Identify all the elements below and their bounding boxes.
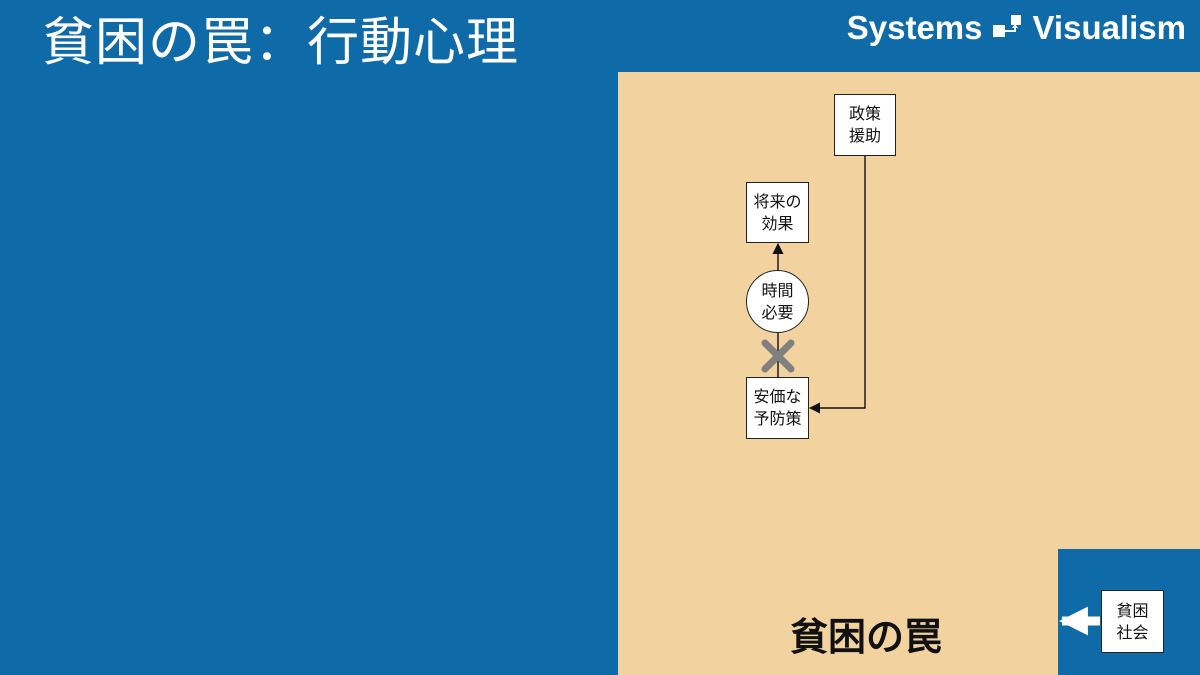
brand-wordmark-part: Systems	[846, 9, 983, 46]
trap-label: 貧困の罠	[790, 615, 943, 659]
node-policy-aid: 政策 援助	[834, 94, 896, 156]
slide-title: 貧困の罠：行動心理	[42, 13, 520, 73]
node-time-needed: 時間 必要	[746, 270, 809, 333]
systems-visualism-logo-icon	[992, 15, 1021, 37]
brand-logo: Systems Visualism	[847, 8, 1186, 48]
node-cheap-prevention: 安価な 予防策	[746, 377, 809, 439]
node-poverty-society: 貧困 社会	[1101, 590, 1164, 653]
node-future-effect: 将来の 効果	[746, 182, 809, 243]
brand-wordmark-part: Visualism	[1032, 9, 1186, 46]
